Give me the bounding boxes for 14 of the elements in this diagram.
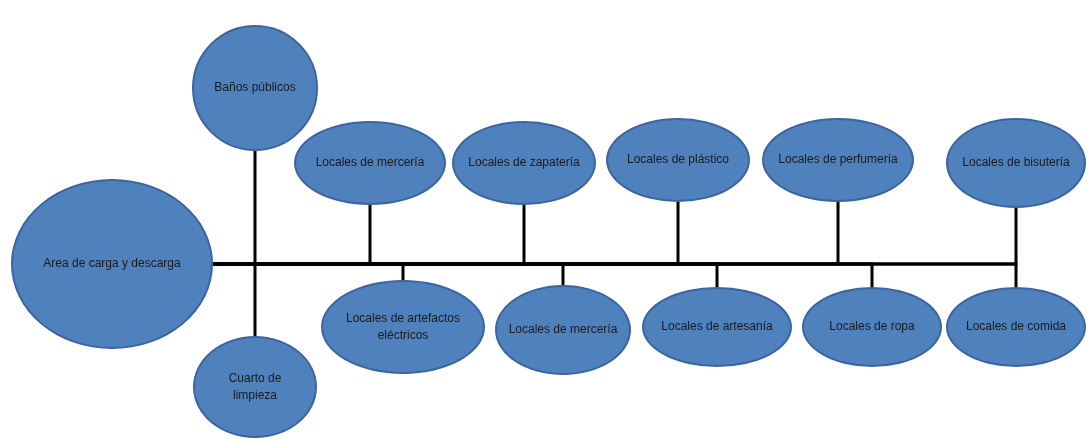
node-label: Locales de bisutería [961,154,1071,172]
node-label: Locales de plástico [625,151,731,169]
connector-line [213,262,257,336]
node-label: Locales de artesanía [660,318,774,336]
node-label: Locales de zapatería [467,154,581,172]
node-label: Locales de mercería [314,154,426,172]
node-label: Locales de perfumería [777,151,899,169]
node-label: Locales de artefactos eléctricos [344,309,462,344]
node-label: Cuarto de limpieza [227,369,283,404]
node-label: Locales de comida [964,318,1068,336]
node-label: Baños públicos [213,79,297,97]
node-label: Area de carga y descarga [42,255,182,273]
node-label: Locales de mercería [507,321,619,339]
node-label: Locales de ropa [828,318,916,336]
